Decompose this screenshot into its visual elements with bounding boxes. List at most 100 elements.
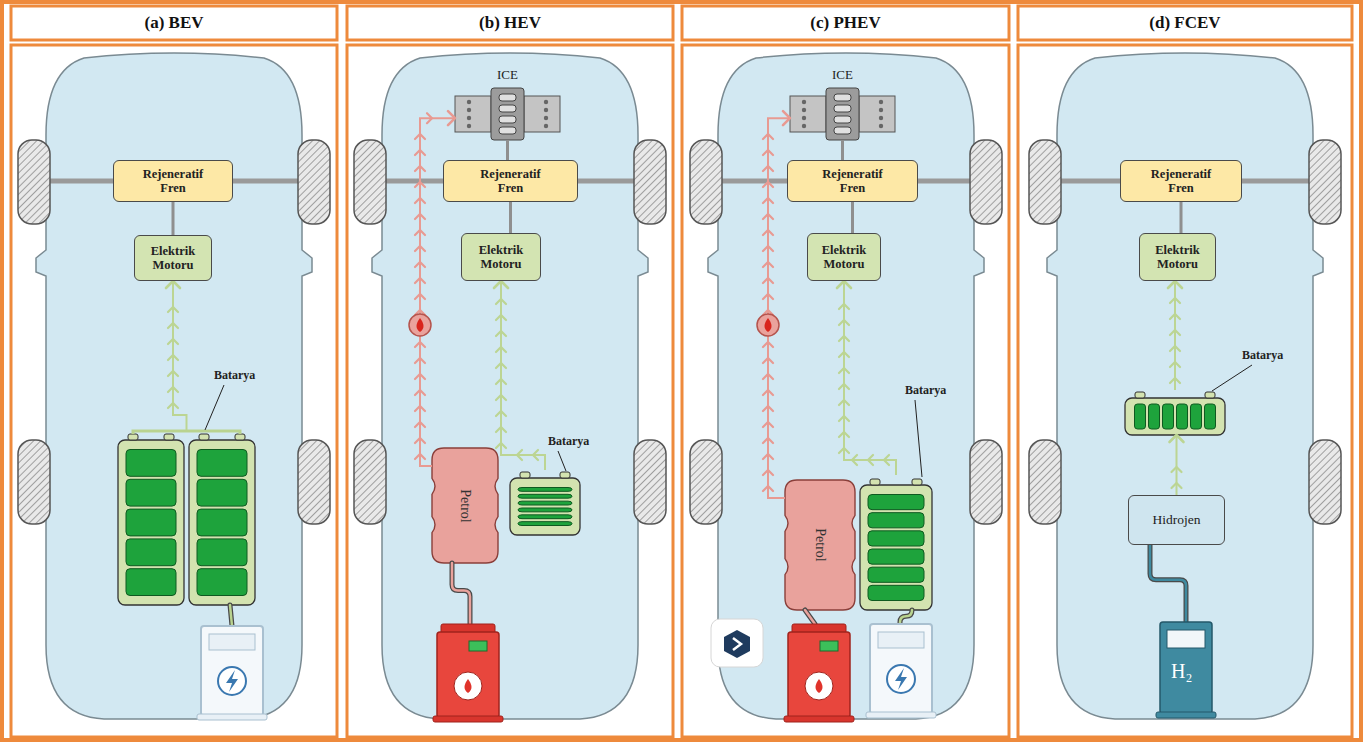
- chevron: [839, 432, 849, 437]
- fuel-drop: [765, 318, 772, 332]
- battery-cell: [518, 508, 572, 512]
- chevron: [1170, 378, 1180, 383]
- chevron: [839, 320, 849, 325]
- chevron: [415, 406, 425, 411]
- chevron: [763, 438, 773, 443]
- flow-arrow: [166, 281, 187, 430]
- hose: [452, 563, 470, 624]
- battery-cell: [868, 531, 924, 546]
- wheel: [354, 440, 386, 524]
- chevron: [1170, 435, 1184, 442]
- hose: [900, 610, 912, 624]
- chevron: [496, 443, 506, 448]
- battery-cell: [868, 585, 924, 600]
- chevron: [763, 390, 773, 395]
- chevron: [763, 262, 773, 267]
- logo-mark: [724, 630, 750, 658]
- connector-line: [841, 140, 844, 160]
- chevron: [517, 450, 522, 460]
- engine-bolt: [467, 124, 471, 128]
- chevron: [837, 281, 851, 288]
- battery-terminal: [1135, 392, 1145, 398]
- chevron: [427, 113, 432, 123]
- chevron: [168, 387, 178, 392]
- car-body: [708, 53, 984, 719]
- connector-line: [851, 202, 854, 233]
- chevron: [1168, 281, 1182, 288]
- battery-cell: [518, 488, 572, 492]
- fuel-pump-symbol: [409, 314, 431, 336]
- box-label: Elektrik Motoru: [813, 243, 875, 272]
- lightning-icon: [895, 668, 907, 690]
- engine-bolt: [879, 108, 883, 112]
- wheel: [970, 440, 1002, 524]
- battery-pack: [860, 485, 932, 610]
- box-label: Petrol: [812, 528, 828, 561]
- engine-bolt: [467, 108, 471, 112]
- hose: [452, 563, 470, 624]
- wheel: [1309, 140, 1341, 224]
- chevron: [763, 278, 773, 283]
- wheel: [1029, 140, 1061, 224]
- lightning-icon: [226, 670, 238, 692]
- battery-cell: [126, 569, 176, 596]
- chevron: [415, 438, 425, 443]
- chevron: [839, 384, 849, 389]
- panel-frame: [1018, 45, 1352, 737]
- engine-slot: [499, 127, 516, 134]
- component-box: Rejeneratif Fren: [113, 160, 233, 202]
- chevron: [496, 411, 506, 416]
- chevron: [763, 150, 773, 155]
- engine-bolt: [802, 108, 806, 112]
- battery-cell: [518, 501, 572, 505]
- battery-terminal: [128, 434, 138, 440]
- wheel: [634, 140, 666, 224]
- wheel: [298, 440, 330, 524]
- fuel-tank: Petrol: [785, 480, 855, 610]
- box-label: Petrol: [457, 489, 473, 522]
- chevron: [763, 294, 773, 299]
- fuel-drop: [417, 318, 424, 332]
- engine-bolt: [467, 116, 471, 120]
- box-label: Elektrik Motoru: [140, 244, 206, 273]
- chevron: [763, 454, 773, 459]
- battery-terminal: [199, 434, 209, 440]
- link-line: [510, 202, 511, 233]
- connector-line: [1176, 435, 1178, 495]
- connector-line: [501, 281, 545, 470]
- car-body: [1047, 53, 1323, 719]
- leader-line: [915, 400, 922, 477]
- box-label: Rejeneratif Fren: [812, 167, 894, 196]
- chevron: [168, 371, 178, 376]
- link-line: [173, 202, 174, 235]
- chevron: [496, 331, 506, 336]
- car-body: [36, 53, 312, 719]
- box-label: Hidrojen: [1153, 512, 1201, 528]
- battery-terminal: [1205, 392, 1215, 398]
- charger-screen: [878, 632, 924, 648]
- chevron: [415, 198, 425, 203]
- chevron: [868, 455, 873, 465]
- charger-screen: [209, 634, 255, 650]
- fuel-pump: [437, 632, 499, 718]
- engine-slot: [834, 127, 851, 134]
- box-label: Rejeneratif Fren: [470, 167, 552, 196]
- vehicle-panel: (b) HEVICERejeneratif FrenElektrik Motor…: [344, 8, 676, 737]
- chevron: [763, 198, 773, 203]
- flow-arrow: [837, 281, 896, 475]
- connector-line: [509, 202, 512, 233]
- engine-head: [491, 88, 524, 140]
- hose: [805, 610, 815, 624]
- wheel: [18, 140, 50, 224]
- engine-bolt: [879, 116, 883, 120]
- battery: Batarya: [510, 470, 580, 535]
- engine-bolt: [467, 100, 471, 104]
- component-box: Elektrik Motoru: [1139, 233, 1216, 281]
- battery: Batarya: [860, 475, 932, 610]
- battery: Batarya: [118, 430, 255, 605]
- engine-bolt: [802, 116, 806, 120]
- engine-slot: [499, 94, 516, 101]
- fuel-tank: [785, 480, 855, 610]
